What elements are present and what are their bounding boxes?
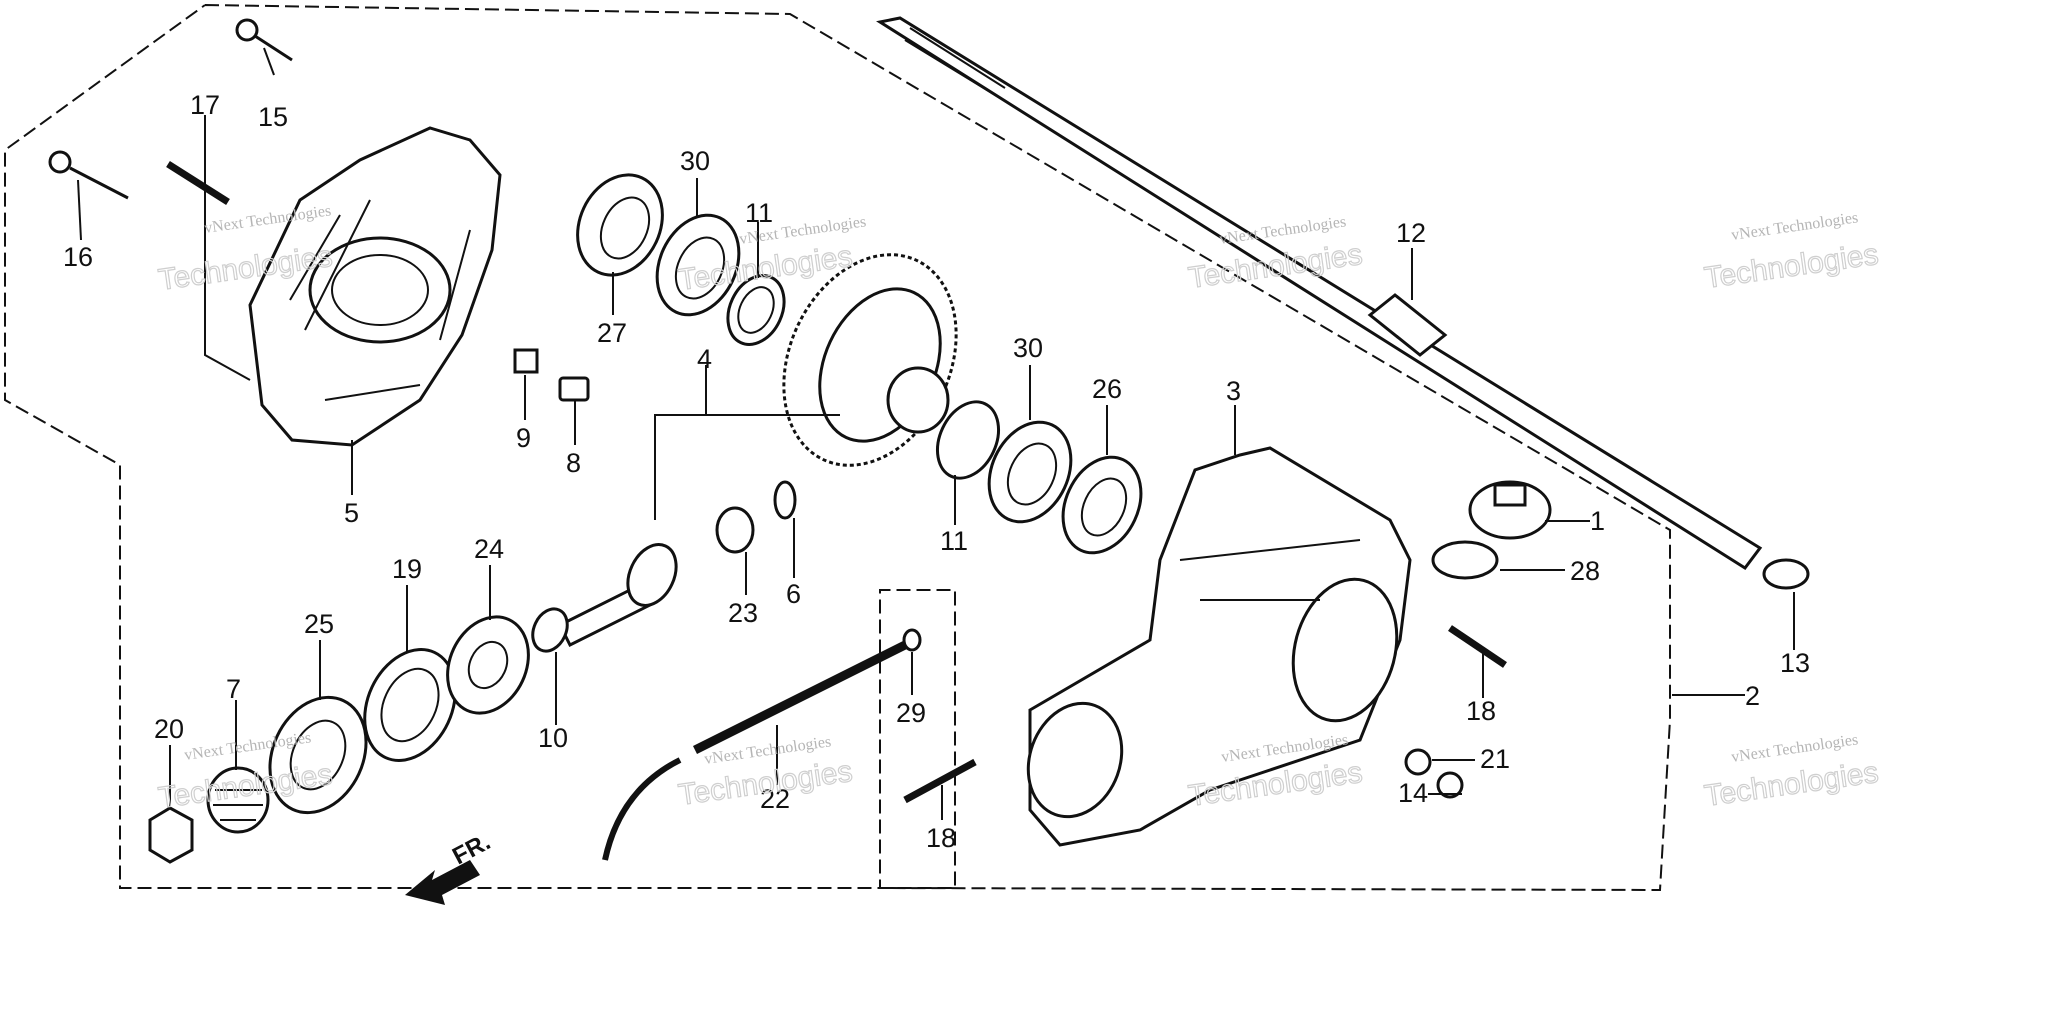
bearing-25 [268, 695, 368, 815]
shaft-spline-section [1367, 293, 1448, 357]
label-part-3: 3 [1226, 376, 1241, 406]
bearing-30-lower [987, 420, 1073, 524]
plug-8 [558, 376, 590, 402]
filler-cap [1468, 480, 1552, 540]
label-part-7: 7 [226, 674, 241, 704]
washer-21 [1404, 748, 1432, 776]
label-part-24: 24 [474, 534, 504, 564]
label-part-19: 19 [392, 554, 422, 584]
label-part-6: 6 [786, 579, 801, 609]
bolt-15 [235, 18, 293, 62]
label-part-18-right: 18 [1466, 696, 1496, 726]
shim-11-upper [726, 274, 786, 346]
label-part-25: 25 [304, 609, 334, 639]
label-part-13: 13 [1780, 648, 1810, 678]
watermark-text: Technologies [1702, 756, 1880, 813]
label-part-28: 28 [1570, 556, 1600, 586]
breather-pipe-22 [692, 640, 908, 755]
stud-18-center [903, 758, 977, 804]
label-part-18-center: 18 [926, 823, 956, 853]
label-part-4: 4 [697, 344, 712, 374]
final-drive-housing [1026, 446, 1412, 847]
label-part-16: 16 [63, 242, 93, 272]
splined-joint-7 [206, 766, 270, 834]
label-part-14: 14 [1398, 778, 1428, 808]
label-part-21: 21 [1480, 744, 1510, 774]
washer-28 [1431, 540, 1499, 580]
label-part-30-upper: 30 [680, 146, 710, 176]
bearing-30-upper [655, 213, 741, 317]
label-part-15: 15 [258, 102, 288, 132]
label-part-23: 23 [728, 598, 758, 628]
collar-23 [715, 506, 755, 554]
label-part-20: 20 [154, 714, 184, 744]
label-part-8: 8 [566, 448, 581, 478]
label-part-30-lower: 30 [1013, 333, 1043, 363]
label-part-1: 1 [1590, 506, 1605, 536]
label-part-11-lower: 11 [940, 526, 968, 556]
bolt-14 [1436, 771, 1464, 799]
rear-cover [248, 126, 502, 447]
part-number-labels: 1 2 3 4 5 6 7 8 9 10 11 11 12 13 14 15 1… [63, 90, 1810, 853]
label-part-2: 2 [1745, 681, 1760, 711]
label-part-10: 10 [538, 723, 568, 753]
shim-10 [531, 607, 569, 653]
axle-shaft [876, 16, 1810, 590]
label-part-11-upper: 11 [745, 198, 773, 228]
label-part-5: 5 [344, 498, 359, 528]
label-part-29: 29 [896, 698, 926, 728]
bearing-24 [446, 615, 530, 715]
label-part-26: 26 [1092, 374, 1122, 404]
snap-ring-6 [773, 480, 797, 520]
clip-29 [902, 628, 922, 652]
watermark-text: Technologies [1702, 238, 1880, 295]
key-9 [513, 348, 539, 374]
oil-seal-26 [1061, 455, 1143, 555]
label-part-9: 9 [516, 423, 531, 453]
bolt-16 [48, 150, 129, 200]
pinion-gear [557, 543, 678, 648]
stud-17 [166, 161, 230, 205]
shaft-end-seal [1762, 558, 1810, 590]
shim-11-lower [936, 400, 1000, 480]
stud-18-right [1448, 625, 1507, 668]
nut-20 [148, 806, 194, 864]
watermark-text: vNext Technologies [1730, 209, 1859, 244]
group-outline-left [4, 4, 1671, 892]
label-part-12: 12 [1396, 218, 1426, 248]
label-part-27: 27 [597, 318, 627, 348]
breather-hose [602, 757, 682, 861]
label-part-22: 22 [760, 784, 790, 814]
label-part-17: 17 [190, 90, 220, 120]
front-arrow-icon [405, 860, 480, 905]
front-direction-label: FR. [448, 828, 495, 870]
bearing-19 [363, 648, 457, 762]
oil-seal-27 [576, 173, 664, 277]
ring-gear [782, 253, 958, 467]
leader-lines [77, 47, 1795, 820]
